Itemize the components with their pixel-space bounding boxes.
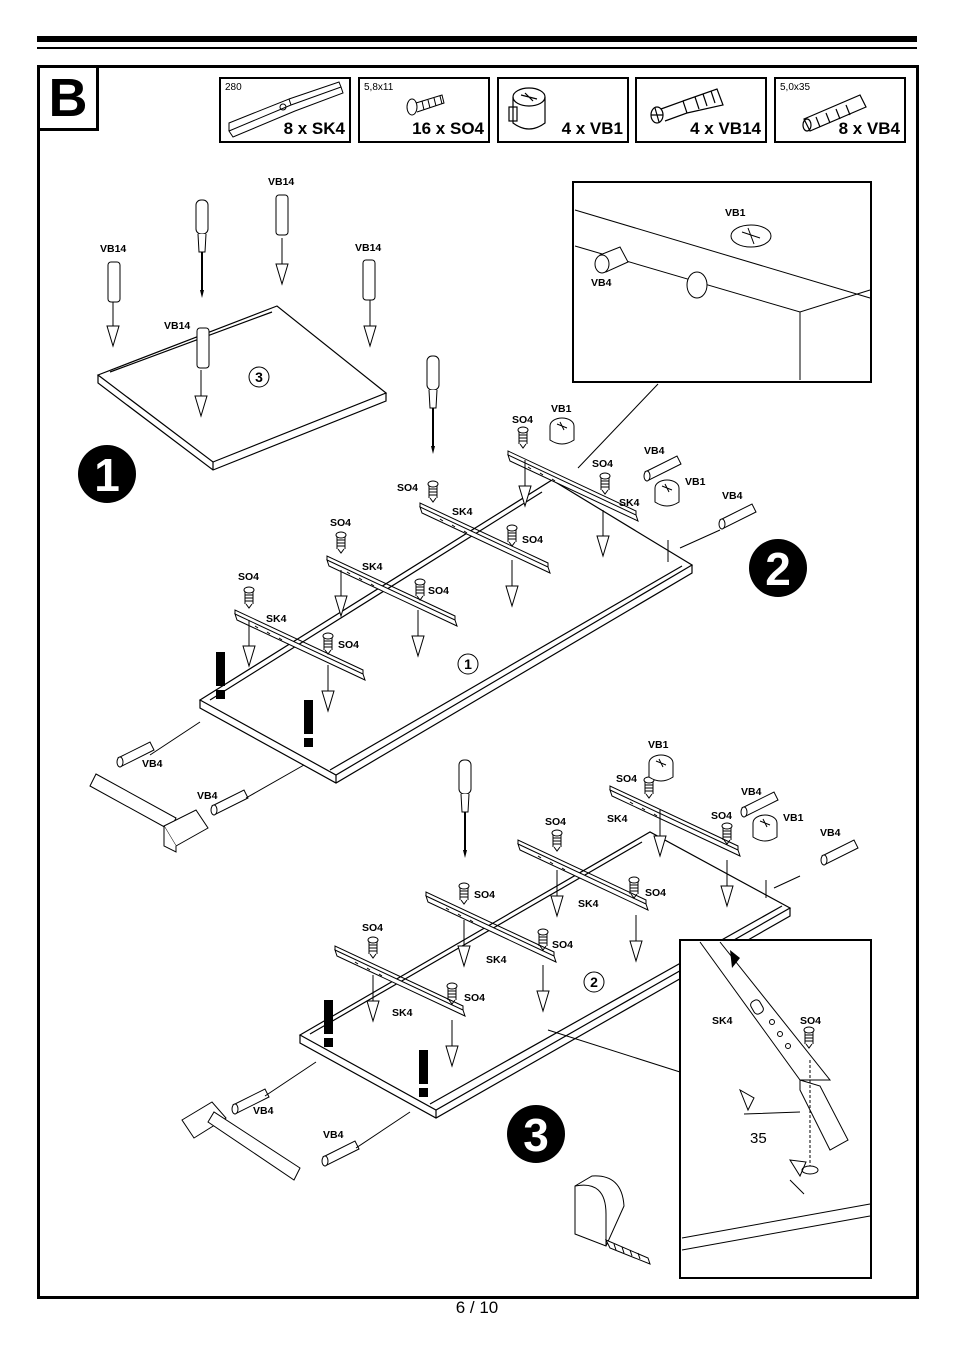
so4-label: SO4: [522, 534, 543, 546]
so4-label: SO4: [464, 992, 485, 1004]
vb4-label: VB4: [323, 1129, 344, 1141]
sk4-label: SK4: [607, 813, 628, 825]
cam-lock-icon: [508, 87, 546, 130]
vb4-label: VB4: [142, 758, 163, 770]
svg-text:3: 3: [523, 1109, 549, 1161]
sk4-label: SK4: [712, 1015, 733, 1027]
sk4-label: SK4: [619, 497, 640, 509]
screw-icon: [406, 94, 445, 116]
sk4-label: SK4: [486, 954, 507, 966]
so4-label: SO4: [338, 639, 359, 651]
sk4-label: SK4: [362, 561, 383, 573]
vb14-label: VB14: [164, 320, 190, 332]
vb1-label: VB1: [648, 739, 669, 751]
so4-label: SO4: [800, 1015, 821, 1027]
part-dim: 280: [225, 82, 242, 93]
warning-icon: [324, 1000, 333, 1047]
vb4-label: VB4: [820, 827, 841, 839]
panel-number: 3: [255, 369, 263, 385]
cam-bolt-icon: [650, 88, 724, 124]
so4-label: SO4: [474, 889, 495, 901]
so4-label: SO4: [512, 414, 533, 426]
vb4-label: VB4: [722, 490, 743, 502]
so4-label: SO4: [362, 922, 383, 934]
step-badge-1: 1: [78, 445, 136, 503]
detail-inset-rail: 35 SK4 SO4: [679, 939, 872, 1279]
sk4-label: SK4: [266, 613, 287, 625]
part-qty: 8 x SK4: [283, 119, 345, 138]
rail-icon: [228, 81, 344, 138]
part-qty: 4 x VB14: [690, 119, 761, 138]
so4-label: SO4: [711, 810, 732, 822]
part-qty: 4 x VB1: [561, 119, 623, 138]
vb14-label: VB14: [355, 242, 381, 254]
dowel-icon: [802, 94, 867, 132]
panel-number: 2: [590, 974, 598, 990]
vb1-label: VB1: [725, 207, 746, 219]
warning-icon: [304, 700, 313, 747]
svg-text:2: 2: [765, 543, 791, 595]
vb14-label: VB14: [100, 243, 126, 255]
part-qty: 8 x VB4: [838, 119, 900, 138]
vb1-label: VB1: [685, 476, 706, 488]
part-vb1: 4 x VB1: [497, 77, 629, 143]
svg-text:1: 1: [94, 449, 120, 501]
vb4-label: VB4: [741, 786, 762, 798]
part-dim: 5,8x11: [364, 82, 394, 93]
so4-label: SO4: [238, 571, 259, 583]
part-sk4: 280 8 x SK4: [219, 77, 351, 143]
part-vb14: 4 x VB14: [635, 77, 767, 143]
part-so4: 5,8x11 16 x SO4: [358, 77, 490, 143]
so4-label: SO4: [428, 585, 449, 597]
vb4-label: VB4: [253, 1105, 274, 1117]
hammer-icon: [89, 773, 209, 853]
warning-icon: [216, 652, 225, 699]
section-letter: B: [37, 65, 99, 131]
header-rule-thick: [37, 36, 917, 42]
page-number: 6 / 10: [455, 1298, 499, 1317]
part-dim: 5,0x35: [780, 82, 811, 93]
step-badge-3: 3: [507, 1105, 565, 1163]
header-rule-thin: [37, 47, 917, 49]
so4-label: SO4: [330, 517, 351, 529]
sk4-label: SK4: [578, 898, 599, 910]
vb4-label: VB4: [644, 445, 665, 457]
tape-measure-icon: [574, 1175, 651, 1265]
step-badge-2: 2: [749, 539, 807, 597]
so4-label: SO4: [545, 816, 566, 828]
so4-label: SO4: [397, 482, 418, 494]
part-qty: 16 x SO4: [412, 119, 484, 138]
part-vb4: 5,0x35 8 x VB4: [774, 77, 906, 143]
vb14-label: VB14: [268, 176, 294, 188]
vb1-label: VB1: [551, 403, 572, 415]
so4-label: SO4: [645, 887, 666, 899]
detail-inset-cam: VB1 VB4: [572, 181, 872, 383]
instruction-frame: [37, 65, 919, 1299]
so4-label: SO4: [592, 458, 613, 470]
so4-label: SO4: [552, 939, 573, 951]
vb4-label: VB4: [591, 277, 612, 289]
warning-icon: [419, 1050, 428, 1097]
vb4-label: VB4: [197, 790, 218, 802]
vb1-label: VB1: [783, 812, 804, 824]
dimension-label: 35: [750, 1130, 767, 1147]
so4-label: SO4: [616, 773, 637, 785]
sk4-label: SK4: [392, 1007, 413, 1019]
hammer-icon: [181, 1101, 301, 1181]
sk4-label: SK4: [452, 506, 473, 518]
panel-number: 1: [464, 656, 472, 672]
